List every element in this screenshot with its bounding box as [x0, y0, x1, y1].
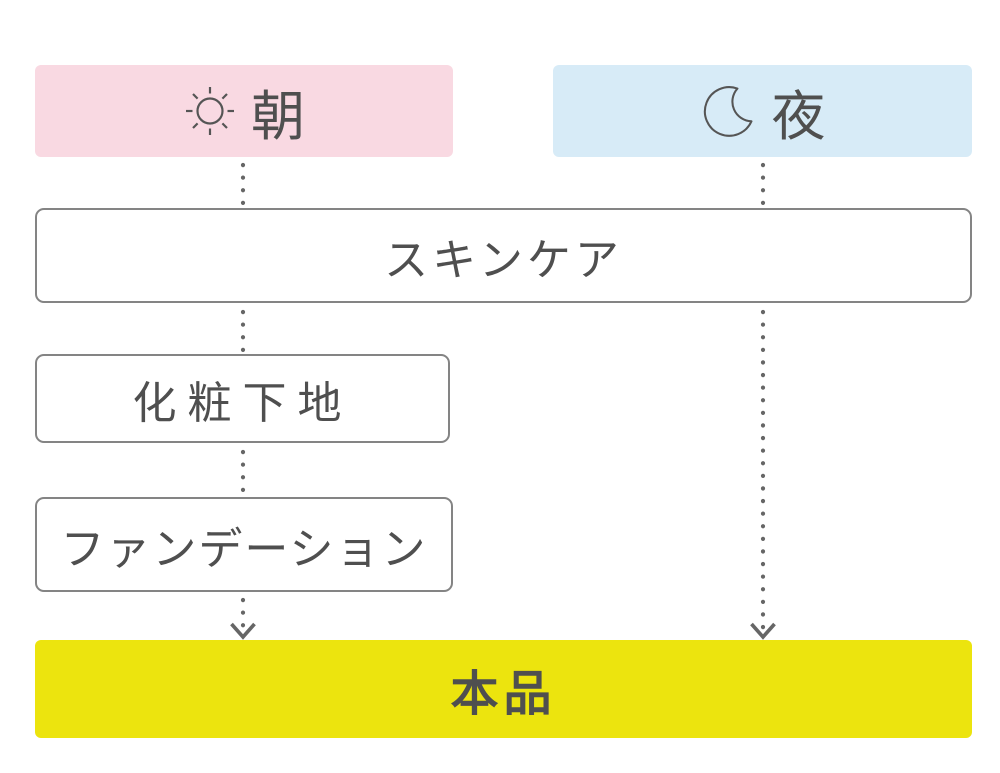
connector-morning-skincare	[240, 162, 246, 208]
sun-icon	[183, 84, 237, 138]
connector-skincare-product-arrow	[750, 309, 776, 640]
step-product: 本品	[35, 640, 972, 738]
step-makeup-base: 化粧下地	[35, 354, 450, 443]
step-foundation: ファンデーション	[35, 497, 453, 592]
skincare-label: スキンケア	[384, 235, 623, 285]
morning-label: 朝	[251, 86, 305, 147]
morning-header: 朝	[35, 65, 453, 157]
product-label: 本品	[450, 668, 557, 721]
makeup-base-label: 化粧下地	[132, 378, 353, 428]
connector-night-skincare	[760, 162, 766, 208]
connector-foundation-product-arrow	[230, 597, 256, 640]
night-label: 夜	[771, 86, 826, 147]
moon-icon	[700, 82, 758, 140]
night-header: 夜	[553, 65, 972, 157]
connector-makeupbase-foundation	[240, 449, 246, 496]
foundation-label: ファンデーション	[60, 524, 428, 574]
connector-skincare-makeupbase	[240, 309, 246, 354]
step-skincare: スキンケア	[35, 208, 972, 303]
